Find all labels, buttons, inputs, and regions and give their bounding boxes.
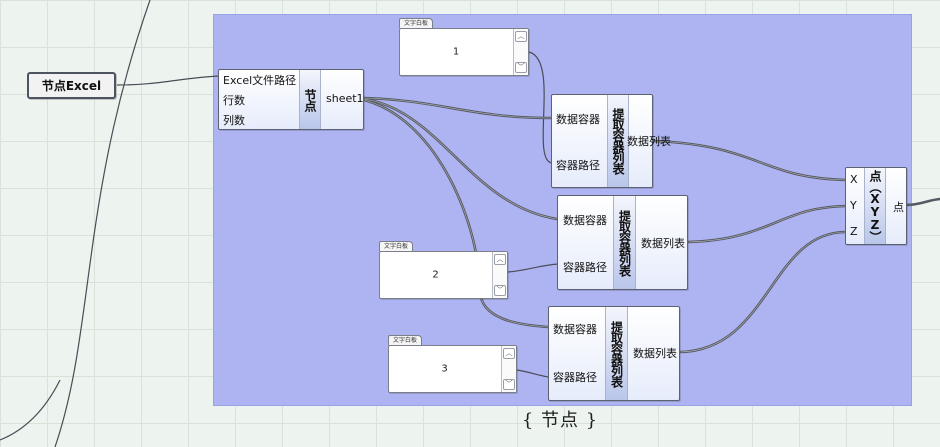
panel-3-scrollbar[interactable]: ︿ ﹀ — [501, 346, 516, 392]
node-component-title: 节点 — [303, 88, 317, 111]
extract-component-1-title: 提取容器列表 — [611, 108, 625, 174]
point-xyz-component[interactable]: X Y Z 点（XYZ） 点 — [845, 167, 907, 245]
extract-component-2-core[interactable]: 提取容器列表 — [613, 196, 636, 289]
extract-component-1[interactable]: 数据容器 容器路径 提取容器列表 数据列表 — [551, 94, 671, 188]
input-container-path[interactable]: 容器路径 — [553, 371, 597, 384]
scroll-up-icon[interactable]: ︿ — [515, 31, 527, 42]
scroll-down-icon[interactable]: ﹀ — [515, 62, 527, 73]
output-data-list[interactable]: 数据列表 — [641, 237, 685, 250]
input-y[interactable]: Y — [850, 199, 857, 212]
input-data-container[interactable]: 数据容器 — [553, 323, 597, 336]
input-container-path[interactable]: 容器路径 — [556, 159, 600, 172]
input-data-container[interactable]: 数据容器 — [556, 113, 600, 126]
panel-2-scrollbar[interactable]: ︿ ﹀ — [492, 252, 507, 298]
input-z[interactable]: Z — [850, 225, 858, 238]
node-component-core[interactable]: 节点 — [299, 70, 321, 129]
panel-1-value: 1 — [452, 46, 460, 58]
panel-1-tab: 文字白板 — [399, 18, 434, 28]
panel-2-value: 2 — [432, 269, 439, 281]
input-row-count[interactable]: 行数 — [223, 94, 245, 107]
wire-background-2 — [0, 379, 61, 441]
output-sheet1[interactable]: sheet1 — [326, 92, 364, 105]
extract-component-2[interactable]: 数据容器 容器路径 提取容器列表 数据列表 — [557, 195, 688, 290]
extract-component-3[interactable]: 数据容器 容器路径 提取容器列表 数据列表 — [548, 306, 680, 401]
point-xyz-core[interactable]: 点（XYZ） — [864, 168, 886, 244]
panel-3-value: 3 — [441, 363, 448, 375]
extract-component-3-title: 提取容器列表 — [609, 320, 624, 387]
scroll-up-icon[interactable]: ︿ — [494, 254, 506, 265]
scroll-down-icon[interactable]: ﹀ — [494, 285, 506, 296]
panel-1-scrollbar[interactable]: ︿ ﹀ — [513, 29, 528, 75]
panel-3[interactable]: 3 ︿ ﹀ — [388, 345, 517, 393]
wire-background-1 — [54, 0, 151, 447]
output-point[interactable]: 点 — [893, 201, 904, 214]
input-x[interactable]: X — [850, 173, 858, 186]
scroll-up-icon[interactable]: ︿ — [503, 348, 515, 359]
output-data-list[interactable]: 数据列表 — [633, 347, 677, 360]
scroll-down-icon[interactable]: ﹀ — [503, 379, 515, 390]
point-xyz-title: 点（XYZ） — [868, 170, 882, 242]
extract-component-1-core[interactable]: 提取容器列表 — [607, 95, 629, 187]
output-data-list[interactable]: 数据列表 — [627, 135, 671, 148]
group-label[interactable]: { 节点 } — [521, 410, 599, 431]
panel-3-tab: 文字白板 — [388, 335, 423, 345]
panel-2-tab: 文字白板 — [379, 241, 414, 251]
panel-2[interactable]: 2 ︿ ﹀ — [379, 251, 508, 299]
input-data-container[interactable]: 数据容器 — [563, 214, 607, 227]
node-component[interactable]: Excel文件路径 行数 列数 节点 sheet1 — [218, 69, 364, 130]
extract-component-2-title: 提取容器列表 — [617, 209, 632, 276]
panel-1[interactable]: 1 ︿ ﹀ — [399, 28, 529, 76]
input-container-path[interactable]: 容器路径 — [563, 261, 607, 274]
excel-node[interactable]: 节点Excel — [27, 72, 116, 99]
input-column-count[interactable]: 列数 — [223, 114, 245, 127]
input-excel-path[interactable]: Excel文件路径 — [223, 74, 297, 87]
extract-component-3-core[interactable]: 提取容器列表 — [605, 307, 628, 400]
wire-excel-to-node — [116, 75, 220, 86]
